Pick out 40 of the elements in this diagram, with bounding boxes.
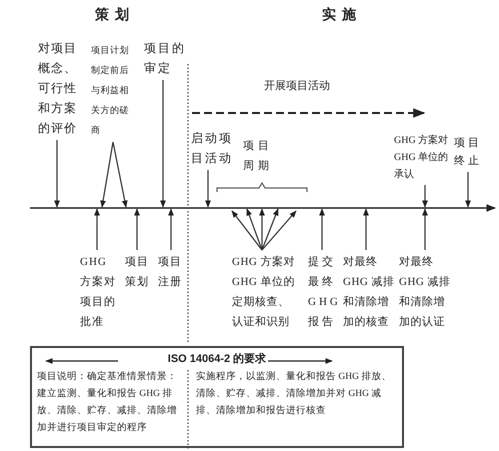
stage-label: 项目终止 [454,134,484,170]
arrow [94,208,100,250]
stage-label: 项目的审定 [144,38,186,78]
arrow [246,208,263,250]
arrow [232,210,262,250]
arrow [54,140,60,208]
activity-label: 开展项目活动 [264,79,330,94]
arrow [205,170,211,208]
stage-label: 对最终 GHG 减排和清除增加的认证 [399,252,453,332]
arrow [422,208,428,250]
timeline-axis [30,204,496,212]
section-heading: 实施 [322,8,362,24]
stage-label: GHG 方案对 GHG 单位的定期核查、认证和识别 [232,252,298,332]
stage-label: 项目计划制定前后与利益相关方的磋商 [91,40,131,140]
requirements-box [30,346,404,448]
stage-label: 对最终 GHG 减排和清除增加的核查 [343,252,397,332]
stage-label: GHG 方案对 GHG 单位的承认 [394,132,452,183]
section-heading: 策划 [95,8,135,24]
arrow [134,208,140,250]
arrow [100,142,114,208]
stage-label: GHG 方案对项目的批准 [80,252,120,332]
stage-label: 项目注册 [158,252,184,292]
stage-label: 提交最终 GHG 报告 [308,252,340,332]
stage-label: 启动项目活动 [191,128,233,168]
period-label: 项目周期 [243,139,273,174]
arrow [262,210,296,250]
arrow [465,172,471,208]
stage-label: 项目策划 [125,252,151,292]
arrow [319,208,325,250]
arrow [259,208,265,250]
description-text: 项目说明：确定基准情景情景：建立监测、量化和报告 GHG 排放、清除、贮存、减排、清除增加并进行项目审定的程序 [37,370,178,435]
stage-label: 对项目概念、可行性和方案的评价 [38,38,78,138]
arrow [112,142,128,208]
box-title: ISO 14064-2 的要求 [166,353,268,365]
arrow [160,80,166,208]
arrow [168,208,174,250]
arrow [363,208,369,250]
arrow [422,185,428,208]
description-text: 实施程序，以监测、量化和报告 GHG 排放、清除、贮存、减排、清除增加并对 GHG 减排、清除增加和报告进行核查 [196,370,392,418]
arrow [261,208,279,250]
